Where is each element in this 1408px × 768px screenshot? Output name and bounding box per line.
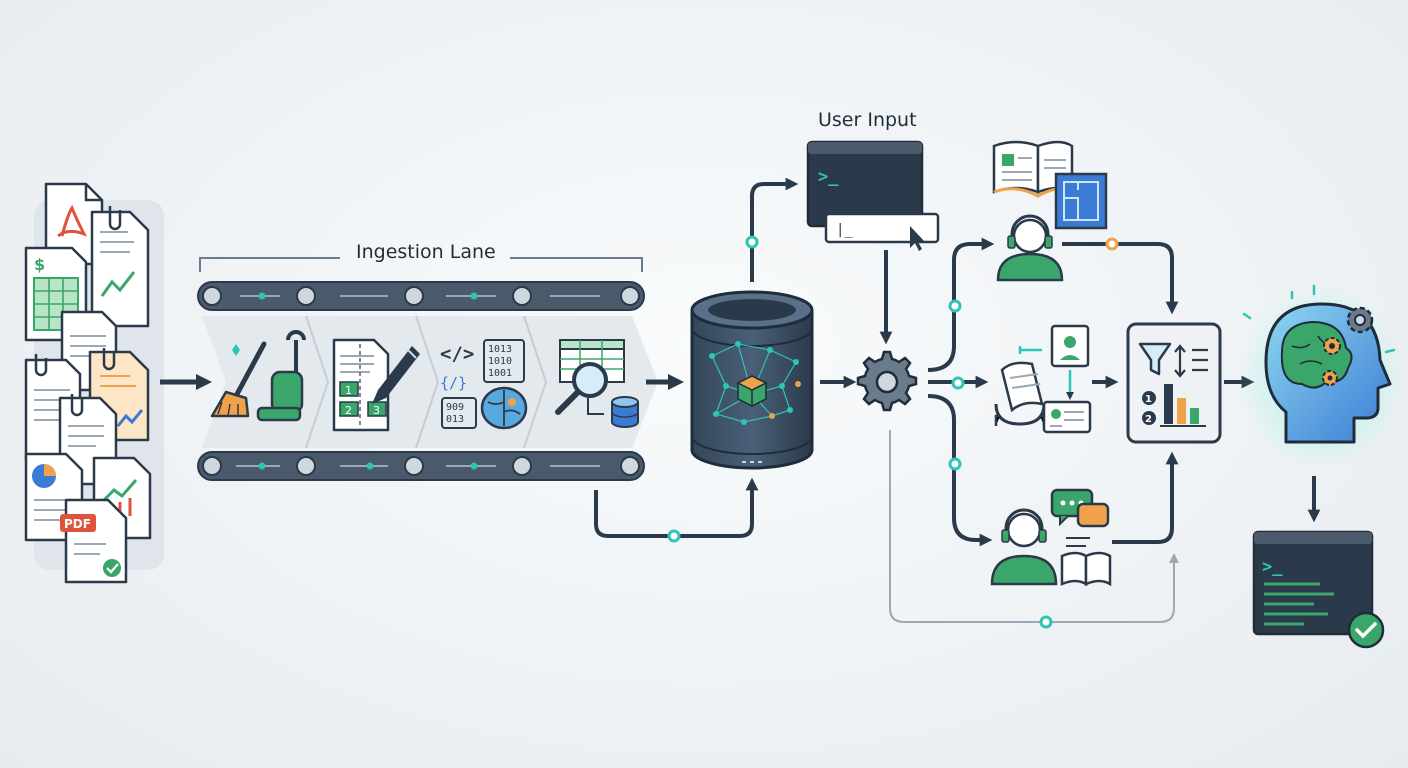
dollar-sign: $ (34, 255, 45, 274)
binary-line-5: 013 (446, 414, 464, 425)
retrieval-branches (927, 237, 995, 547)
pdf-badge-text: PDF (64, 517, 91, 531)
chunk-number-2: 2 (345, 404, 352, 417)
retrieval-gear-icon (856, 350, 918, 412)
output-terminal-prompt: >_ (1262, 557, 1283, 577)
rolodex-icon (994, 361, 1046, 426)
id-card-icon (1042, 400, 1092, 434)
gear-icon-large (1346, 306, 1374, 334)
blueprint-icon (1054, 172, 1108, 230)
vacuum-cleaner-icon (256, 330, 306, 422)
user-query-input-field[interactable]: |_ (824, 212, 940, 251)
user-input-terminal[interactable]: >_ (806, 140, 924, 228)
chunking-document-icon: 1 2 3 (332, 338, 390, 432)
reranker-panel: 1 2 (1126, 322, 1222, 444)
gear-icon-orange (1322, 337, 1341, 386)
binary-line-2: 1010 (488, 356, 512, 367)
success-check-icon (1347, 611, 1385, 649)
sort-arrows-icon (1174, 344, 1208, 378)
binary-line-4: 909 (446, 402, 464, 413)
mouse-pointer-icon (910, 226, 925, 251)
chat-bubbles-icon (1050, 488, 1110, 528)
branch3-to-reranker-arrow (1112, 451, 1179, 544)
rank-number-1: 1 (1145, 394, 1152, 405)
code-tag-icon: </> (440, 343, 474, 365)
chunk-number-3: 3 (373, 404, 380, 417)
brain-icon (480, 386, 528, 430)
table-search-icon (555, 339, 625, 415)
input-cursor: |_ (836, 222, 853, 238)
pen-icon (372, 346, 420, 404)
user-input-label: User Input (818, 109, 917, 131)
source-documents: $ (24, 182, 164, 584)
ranking-bars-icon (1160, 384, 1206, 427)
binary-line-1: 1013 (488, 344, 512, 355)
cleaning-broom-icon (210, 341, 267, 418)
chart-document-icon (90, 206, 150, 328)
output-terminal: >_ (1252, 530, 1385, 649)
code-braces-icon: {/} (440, 374, 467, 392)
binary-line-3: 1001 (488, 368, 512, 379)
agent-headset-icon-2 (990, 508, 1058, 586)
contact-card-icon (1018, 324, 1090, 401)
llm-head-icon (1238, 284, 1406, 472)
db-feedback-loop-arrow (594, 477, 759, 538)
vector-database-icon (690, 290, 814, 470)
rank-number-2: 2 (1145, 414, 1152, 425)
database-small-icon (611, 396, 639, 428)
book-icon (1060, 537, 1112, 587)
embedding-cube-icon (736, 375, 768, 407)
terminal-prompt: >_ (818, 167, 839, 187)
ingestion-lane: 1 2 3 </> {/} 1013 1010 1001 909 013 (197, 257, 658, 481)
embedding-stage: </> {/} 1013 1010 1001 909 013 (440, 339, 528, 430)
bottom-conveyor (197, 451, 645, 481)
chunk-number-1: 1 (345, 384, 352, 397)
branch1-to-reranker-arrow (1062, 242, 1179, 315)
lane-bracket (199, 257, 643, 272)
agent-headset-icon-1 (996, 214, 1064, 282)
pdf-badge-document-icon: PDF (60, 498, 128, 584)
db-to-user-input-arrow (750, 177, 799, 282)
top-conveyor (197, 281, 645, 311)
funnel-icon (1138, 342, 1172, 376)
ingestion-lane-label: Ingestion Lane (356, 241, 496, 263)
bypass-loop-arrow (889, 430, 1179, 623)
open-book-icon (992, 140, 1074, 198)
